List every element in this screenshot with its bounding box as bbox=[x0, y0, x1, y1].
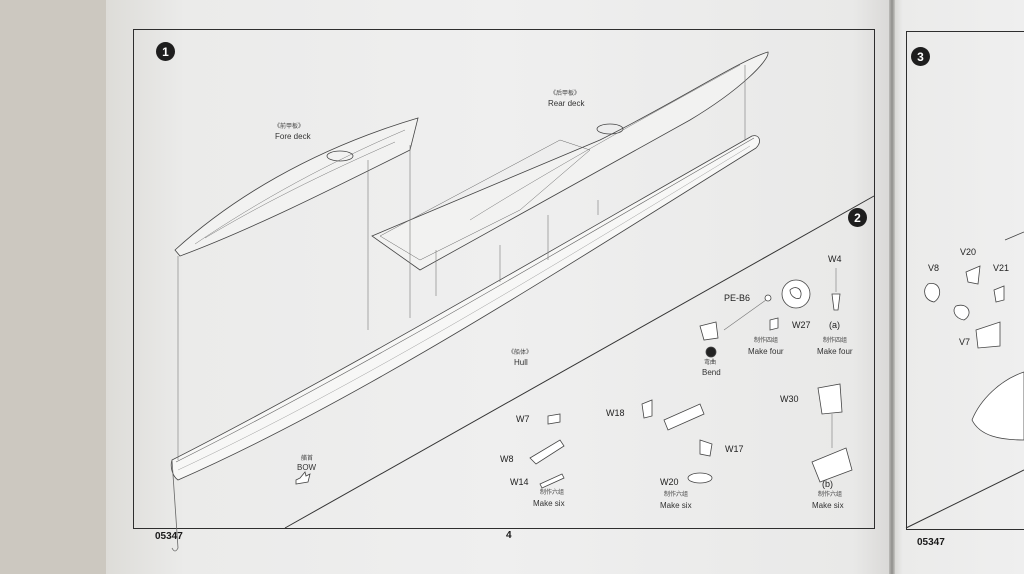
make-six-label-1: Make six bbox=[533, 499, 565, 508]
fore-deck-label: Fore deck bbox=[275, 132, 311, 141]
rear-deck-label: Rear deck bbox=[548, 99, 585, 108]
part-label-w14: W14 bbox=[510, 477, 529, 487]
make-six-label-cn-1: 制作六组 bbox=[540, 490, 565, 496]
part-label-w17: W17 bbox=[725, 444, 744, 454]
part-label-v21: V21 bbox=[993, 263, 1010, 273]
make-four-label-cn-2: 制作四组 bbox=[823, 338, 848, 344]
part-label-w4: W4 bbox=[828, 254, 842, 264]
part-label-v7: V7 bbox=[959, 337, 971, 347]
make-four-label-1: Make four bbox=[748, 347, 784, 356]
rear-deck-part bbox=[371, 51, 769, 271]
fore-deck-label-cn: 《前甲板》 bbox=[274, 124, 305, 130]
part-label-v8: V8 bbox=[928, 263, 940, 273]
bow-label: BOW bbox=[297, 463, 317, 472]
make-four-label-2: Make four bbox=[817, 347, 853, 356]
step-frame-right bbox=[906, 31, 1024, 530]
step-1-badge: 1 bbox=[156, 42, 175, 61]
step-2-badge: 2 bbox=[848, 208, 867, 227]
hull-label: Hull bbox=[514, 358, 528, 367]
part-label-w7: W7 bbox=[516, 414, 530, 424]
page-number: 4 bbox=[506, 530, 512, 541]
part-label-w27: W27 bbox=[792, 320, 811, 330]
variant-b-label: (b) bbox=[822, 479, 833, 489]
make-six-label-cn-2: 制作六组 bbox=[664, 492, 689, 498]
part-label-w18: W18 bbox=[606, 408, 625, 418]
make-four-label-cn-1: 制作四组 bbox=[754, 338, 779, 344]
fore-deck-part bbox=[174, 117, 419, 257]
bow-label-cn: 艏首 bbox=[301, 456, 314, 462]
hull-part bbox=[170, 135, 760, 481]
part-label-v20: V20 bbox=[960, 247, 977, 257]
part-label-pe-b6: PE-B6 bbox=[724, 293, 751, 303]
part-label-w30: W30 bbox=[780, 394, 799, 404]
part-label-w8: W8 bbox=[500, 454, 514, 464]
bend-label-cn: 弯曲 bbox=[704, 360, 717, 366]
part-label-w20: W20 bbox=[660, 477, 679, 487]
step-frame-left bbox=[133, 29, 875, 529]
make-six-label-cn-b: 制作六组 bbox=[818, 492, 843, 498]
make-six-label-b: Make six bbox=[812, 501, 844, 510]
variant-a-label: (a) bbox=[829, 320, 840, 330]
make-six-label-2: Make six bbox=[660, 501, 692, 510]
hull-label-cn: 《船体》 bbox=[508, 350, 533, 356]
booklet-fold bbox=[889, 0, 895, 574]
step-3-badge: 3 bbox=[911, 47, 930, 66]
product-code-left: 05347 bbox=[155, 531, 183, 542]
bend-label: Bend bbox=[702, 368, 721, 377]
product-code-right: 05347 bbox=[917, 537, 945, 548]
rear-deck-label-cn: 《后甲板》 bbox=[550, 91, 581, 97]
